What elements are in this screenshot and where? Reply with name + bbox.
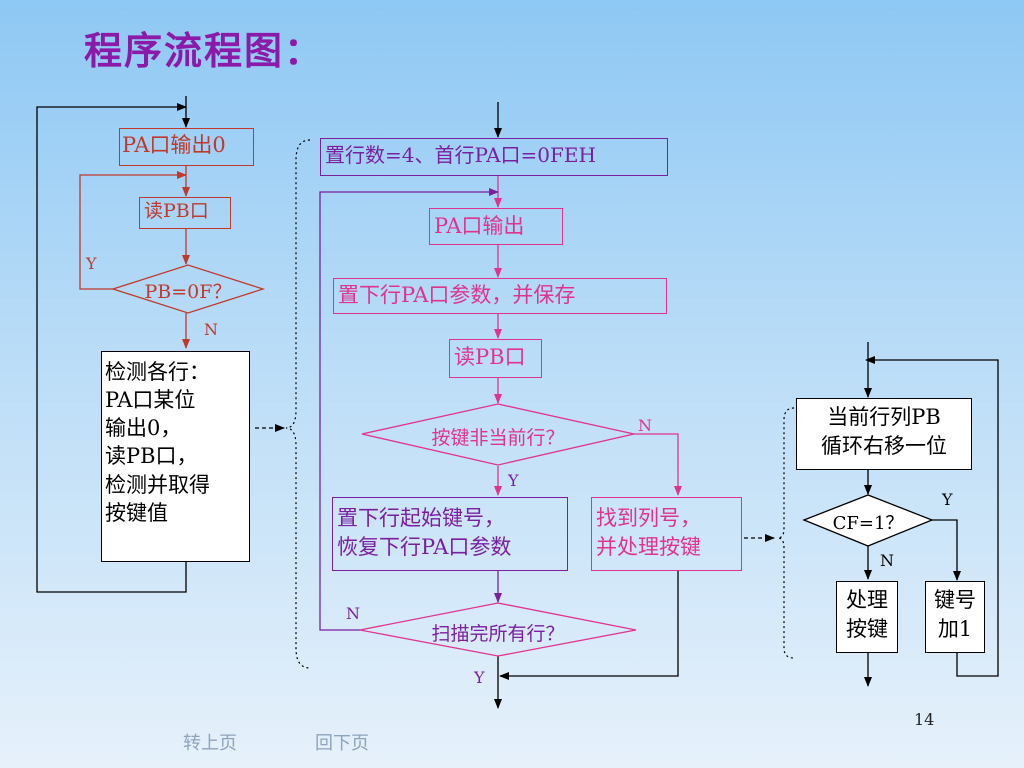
shift-line: 当前行列PB xyxy=(827,405,941,429)
init-row-box: 置行数=4、首行PA口=0FEH xyxy=(320,138,668,176)
dashed-links xyxy=(255,139,795,669)
pa-output-zero-label: PA口输出0 xyxy=(122,133,226,157)
pa-output-zero-box: PA口输出0 xyxy=(119,128,254,166)
found-column-box: 找到列号， 并处理按键 xyxy=(591,497,742,571)
page-title: 程序流程图： xyxy=(84,28,325,73)
left-read-pb-box: 读PB口 xyxy=(139,197,231,229)
key-decision-yes: Y xyxy=(508,471,519,490)
detect-line: 读PB口， xyxy=(105,444,198,469)
scan-decision-diamond xyxy=(359,602,637,657)
found-line: 找到列号， xyxy=(596,506,701,530)
found-line: 并处理按键 xyxy=(596,535,701,560)
left-decision-label: PB=0F？ xyxy=(144,281,232,303)
handle-line: 按键 xyxy=(846,617,888,642)
key-decision-label: 按键非当前行？ xyxy=(431,427,565,449)
restore-line: 置下行起始键号， xyxy=(337,506,505,530)
detect-line: 输出0， xyxy=(105,416,182,441)
left-flow-lines xyxy=(36,96,190,593)
middle-read-pb-box: 读PB口 xyxy=(449,339,542,378)
detect-rows-box: 检测各行： PA口某位 输出0， 读PB口， 检测并取得 按键值 xyxy=(101,351,250,562)
page-number: 14 xyxy=(914,710,935,729)
restore-line: 恢复下行PA口参数 xyxy=(337,535,512,560)
detect-line: PA口某位 xyxy=(105,388,196,413)
cf-decision-label: CF=1？ xyxy=(832,513,904,534)
pa-output-label: PA口输出 xyxy=(434,214,525,238)
next-page-link[interactable]: 回下页 xyxy=(315,733,369,754)
middle-flow-lines xyxy=(319,102,682,709)
shift-right-box: 当前行列PB 循环右移一位 xyxy=(796,398,972,470)
left-decision-yes: Y xyxy=(86,254,97,273)
prev-page-link[interactable]: 转上页 xyxy=(183,733,237,754)
left-read-pb-label: 读PB口 xyxy=(144,200,209,222)
scan-decision-yes: Y xyxy=(474,668,485,687)
restore-params-box: 置下行起始键号， 恢复下行PA口参数 xyxy=(332,497,568,571)
set-next-row-label: 置下行PA口参数，并保存 xyxy=(338,283,576,307)
left-decision-no: N xyxy=(204,320,218,339)
key-decision-no: N xyxy=(638,416,652,435)
increment-line: 加1 xyxy=(937,617,973,642)
middle-read-pb-label: 读PB口 xyxy=(454,345,526,369)
detect-line: 按键值 xyxy=(105,500,168,525)
shift-line: 循环右移一位 xyxy=(821,434,947,459)
left-decision-diamond xyxy=(110,264,266,314)
set-next-row-box: 置下行PA口参数，并保存 xyxy=(333,278,667,314)
init-row-label: 置行数=4、首行PA口=0FEH xyxy=(325,143,596,167)
detect-line: 检测各行： xyxy=(105,360,210,384)
detect-line: 检测并取得 xyxy=(105,472,210,497)
key-increment-box: 键号 加1 xyxy=(925,581,985,653)
handle-line: 处理 xyxy=(846,588,888,612)
increment-line: 键号 xyxy=(934,588,976,612)
scan-decision-label: 扫描完所有行？ xyxy=(431,623,565,645)
key-decision-diamond xyxy=(361,403,635,466)
handle-key-box: 处理 按键 xyxy=(836,581,898,653)
right-flow-lines xyxy=(864,342,999,687)
cf-decision-diamond xyxy=(802,494,934,547)
cf-decision-yes: Y xyxy=(942,490,953,509)
scan-decision-no: N xyxy=(346,604,360,623)
pa-output-box: PA口输出 xyxy=(429,208,563,245)
cf-decision-no: N xyxy=(880,551,894,570)
